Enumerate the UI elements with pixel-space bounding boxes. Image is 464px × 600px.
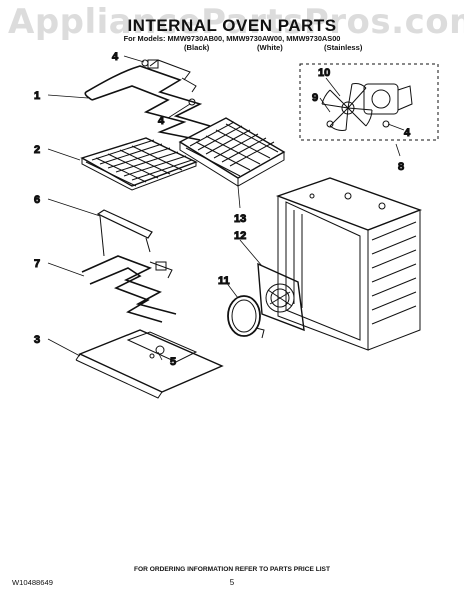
ordering-note: FOR ORDERING INFORMATION REFER TO PARTS … [134, 566, 330, 573]
variant-black: (Black) [184, 43, 210, 52]
callout-9: 9 [312, 92, 318, 104]
bake-element [81, 255, 177, 323]
callout-13: 13 [234, 213, 246, 225]
page-title: INTERNAL OVEN PARTS [127, 16, 337, 35]
callout-10: 10 [318, 67, 330, 79]
callout-4a: 4 [112, 51, 119, 63]
convection-fan-motor [363, 83, 413, 115]
callout-7: 7 [34, 258, 40, 270]
callout-5: 5 [170, 356, 176, 368]
page-number: 5 [229, 578, 235, 587]
callout-4c: 4 [404, 127, 411, 139]
oven-sensor [96, 209, 153, 257]
callout-1: 1 [34, 90, 40, 102]
callout-8: 8 [398, 161, 404, 173]
mounting-screws-upper [141, 59, 196, 106]
convection-fan-blade [321, 83, 373, 131]
callout-12: 12 [234, 230, 246, 242]
sliding-rack [178, 117, 286, 187]
convection-element [227, 295, 265, 339]
callout-6: 6 [34, 194, 40, 206]
convection-fan-assembly [299, 63, 439, 141]
leader-lines [47, 55, 405, 361]
bottom-cover [75, 329, 224, 399]
callout-2: 2 [34, 144, 40, 156]
oven-rack [80, 137, 198, 191]
callout-11: 11 [218, 275, 230, 287]
oven-cavity [275, 177, 423, 351]
variant-stainless: (Stainless) [324, 43, 363, 52]
callout-4b: 4 [158, 115, 165, 127]
broil-element [84, 59, 211, 141]
watermark-logo: AppliancePartsPros.com [8, 2, 464, 42]
callout-3: 3 [34, 334, 40, 346]
variant-white: (White) [257, 43, 283, 52]
document-number: W10488649 [12, 578, 53, 587]
model-list: For Models: MMW9730AB00, MMW9730AW00, MM… [123, 34, 341, 43]
fan-cover-panel [257, 262, 305, 332]
